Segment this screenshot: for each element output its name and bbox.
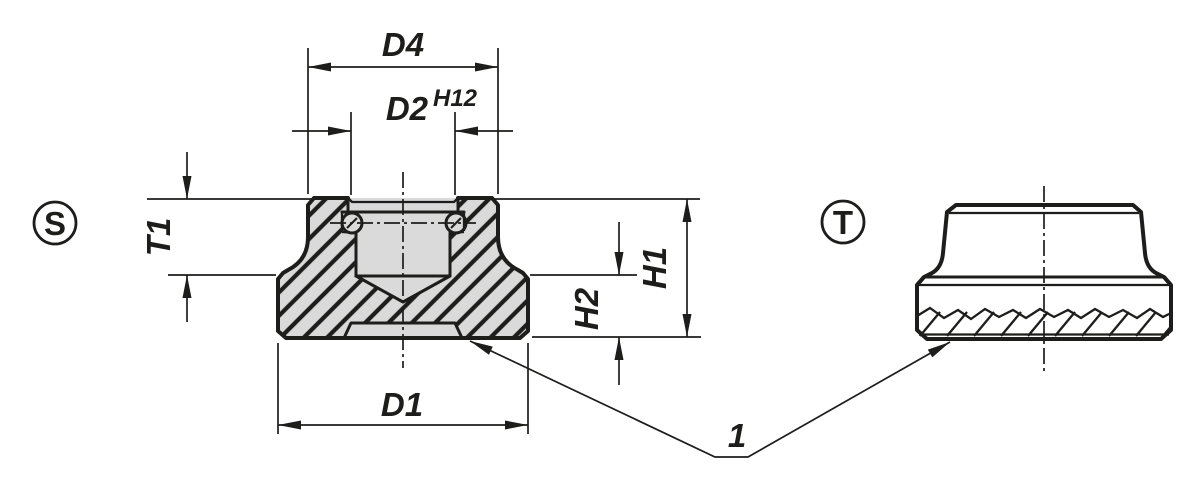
view-label-s: S [32, 200, 78, 246]
knurl-diagonal-lines [919, 311, 1169, 337]
dim-label-t1: T1 [140, 218, 177, 257]
view-t-letter: T [833, 204, 853, 241]
dimension-h2: H2 [568, 222, 624, 385]
dim-label-d2-tolerance: H12 [433, 85, 478, 112]
dimension-d4: D4 [307, 26, 499, 194]
dimension-d2: D2 H12 [292, 85, 513, 195]
part-hatching [278, 198, 528, 338]
view-label-t: T [820, 199, 866, 245]
d1-arrow-right [505, 420, 528, 430]
external-view-t [915, 186, 1173, 374]
d4-arrow-right [475, 62, 498, 72]
h2-arrow-bottom [614, 337, 624, 360]
t1-arrow-top [182, 176, 192, 199]
callout-label-1: 1 [728, 417, 746, 454]
callout-item1: 1 [468, 336, 953, 458]
external-body-fill [915, 203, 1173, 341]
d1-arrow-left [278, 420, 301, 430]
dim-label-d4: D4 [382, 26, 424, 63]
d4-arrow-left [308, 62, 331, 72]
view-s-letter: S [44, 205, 66, 242]
h1-arrow-bottom [682, 314, 692, 337]
dim-label-h1: H1 [636, 247, 673, 289]
h1-arrow-top [682, 199, 692, 222]
callout-leader-line [469, 340, 951, 458]
retaining-ring-sections [330, 211, 476, 235]
d2-arrow-left [328, 126, 351, 136]
ring-wire-hatch-right [450, 217, 462, 229]
view-s-circle [32, 200, 78, 246]
t1-arrow-bottom [182, 275, 192, 298]
dimension-d1: D1 [277, 343, 529, 434]
dim-label-d2: D2 [386, 90, 429, 127]
section-view-s [276, 172, 530, 368]
view-t-circle [820, 199, 866, 245]
d2-arrow-right [455, 126, 478, 136]
h2-arrow-top [614, 252, 624, 275]
dim-label-h2: H2 [568, 287, 605, 330]
knurl-band [919, 306, 1169, 337]
dimension-h1: H1 [636, 199, 692, 337]
dim-label-d1: D1 [381, 386, 423, 423]
dimension-t1: T1 [140, 152, 192, 322]
